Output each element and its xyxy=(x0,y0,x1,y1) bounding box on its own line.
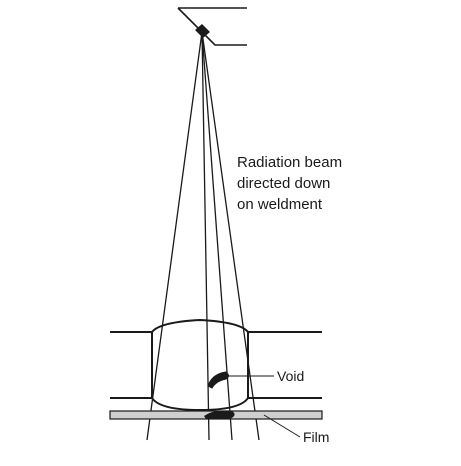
film-void-image xyxy=(204,410,235,419)
weldment-bottom-surface xyxy=(110,397,322,412)
beam-ray-inner-1 xyxy=(201,31,210,441)
source-emitter xyxy=(195,24,210,38)
void-defect xyxy=(207,371,229,389)
weldment-top-surface xyxy=(110,318,322,333)
beam-label: Radiation beam directed down on weldment xyxy=(237,154,342,213)
beam-label-line-2: directed down xyxy=(237,175,330,192)
weldment xyxy=(110,318,322,412)
film-label: Film xyxy=(303,429,329,445)
beam-ray-left xyxy=(146,31,203,441)
film xyxy=(109,410,323,420)
void-label: Void xyxy=(277,368,304,384)
beam-label-line-1: Radiation beam xyxy=(237,154,342,171)
source-housing xyxy=(177,7,247,46)
beam-ray-inner-2 xyxy=(201,31,233,441)
radiation-source xyxy=(177,7,247,46)
beam-ray-right xyxy=(201,31,260,441)
film-leader-line xyxy=(263,414,301,438)
radiation-beam xyxy=(146,31,260,441)
beam-label-line-3: on weldment xyxy=(237,196,323,213)
